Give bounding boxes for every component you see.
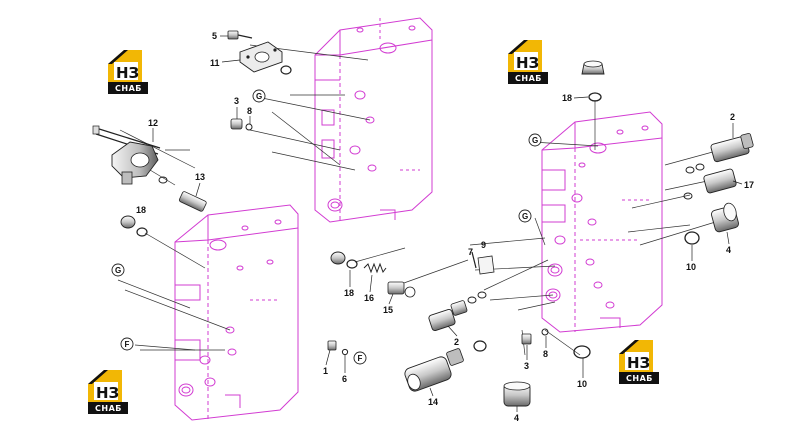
part-plate-9 bbox=[477, 255, 495, 275]
callout-2-mid: 2 bbox=[454, 337, 459, 347]
svg-text:F: F bbox=[125, 340, 130, 349]
part-screw-5 bbox=[227, 30, 253, 40]
callout-10-right: 10 bbox=[686, 262, 696, 272]
callout-9: 9 bbox=[481, 240, 486, 250]
part-washer-8-top bbox=[245, 123, 253, 131]
part-o-ring-11 bbox=[280, 65, 292, 75]
part-plug-1 bbox=[327, 340, 337, 351]
part-plug-18-left bbox=[120, 215, 148, 237]
svg-text:F: F bbox=[358, 354, 363, 363]
callout-labels: 5 11 3 8 12 13 18 18 16 15 1 6 7 9 2 14 … bbox=[136, 31, 754, 423]
svg-text:СНАБ: СНАБ bbox=[95, 404, 122, 413]
callout-11: 11 bbox=[210, 58, 220, 68]
callout-18-top: 18 bbox=[562, 93, 572, 103]
part-valve-2-mid bbox=[428, 291, 487, 331]
brand-logo-3: НЗ СНАБ bbox=[88, 370, 128, 414]
part-spool-15 bbox=[387, 281, 416, 298]
callout-6: 6 bbox=[342, 374, 347, 384]
part-valve-2-right bbox=[685, 132, 754, 174]
part-plug-18-mid bbox=[330, 251, 358, 269]
callout-3-top: 3 bbox=[234, 96, 239, 106]
callout-18-left: 18 bbox=[136, 205, 146, 215]
callout-4-bottom: 4 bbox=[514, 413, 519, 423]
callout-1: 1 bbox=[323, 366, 328, 376]
valve-housing-left bbox=[174, 204, 299, 421]
callout-4-right: 4 bbox=[726, 245, 731, 255]
callout-14: 14 bbox=[428, 397, 438, 407]
callout-17: 17 bbox=[744, 180, 754, 190]
callout-10-bottom: 10 bbox=[577, 379, 587, 389]
circled-references: G G G G F F bbox=[111, 89, 542, 365]
circled-f-left: F bbox=[120, 337, 134, 351]
svg-text:НЗ: НЗ bbox=[96, 384, 119, 402]
callout-13: 13 bbox=[195, 172, 205, 182]
part-o-ring-10-right bbox=[684, 231, 700, 245]
part-cartridge-13 bbox=[178, 191, 207, 212]
circled-g-left: G bbox=[111, 263, 125, 277]
callout-16: 16 bbox=[364, 293, 374, 303]
part-solenoid-12 bbox=[92, 125, 168, 185]
part-plug-3-top bbox=[230, 118, 243, 130]
part-o-ring-10-bottom bbox=[573, 345, 591, 359]
part-washer-8-bottom bbox=[541, 328, 549, 336]
svg-text:G: G bbox=[256, 92, 262, 101]
part-pin-7 bbox=[471, 251, 477, 269]
callout-3-bottom: 3 bbox=[524, 361, 529, 371]
circled-f-mid: F bbox=[353, 351, 367, 365]
circled-g-top: G bbox=[252, 89, 266, 103]
svg-text:СНАБ: СНАБ bbox=[115, 84, 142, 93]
callout-18-mid: 18 bbox=[344, 288, 354, 298]
callout-7: 7 bbox=[468, 247, 473, 257]
svg-text:НЗ: НЗ bbox=[116, 64, 139, 82]
valve-housing-top bbox=[314, 17, 433, 223]
callout-2-right: 2 bbox=[730, 112, 735, 122]
svg-text:НЗ: НЗ bbox=[516, 54, 539, 72]
part-flange-11 bbox=[239, 41, 283, 73]
valve-housing-right bbox=[541, 111, 663, 333]
circled-g-right-mid: G bbox=[518, 209, 532, 223]
svg-text:СНАБ: СНАБ bbox=[626, 374, 653, 383]
callout-5: 5 bbox=[212, 31, 217, 41]
svg-text:СНАБ: СНАБ bbox=[515, 74, 542, 83]
part-valve-17 bbox=[683, 168, 737, 200]
assembly-lines bbox=[117, 44, 723, 356]
svg-text:G: G bbox=[115, 266, 121, 275]
callout-8-bottom: 8 bbox=[543, 349, 548, 359]
brand-logo-1: НЗ СНАБ bbox=[108, 50, 148, 94]
part-plug-3-bottom bbox=[521, 333, 532, 345]
svg-text:G: G bbox=[532, 136, 538, 145]
callout-12: 12 bbox=[148, 118, 158, 128]
part-o-ring-mid bbox=[473, 340, 487, 352]
circled-g-right-top: G bbox=[528, 133, 542, 147]
callout-8-top: 8 bbox=[247, 106, 252, 116]
part-spring-16 bbox=[363, 262, 387, 274]
callout-15: 15 bbox=[383, 305, 393, 315]
svg-text:НЗ: НЗ bbox=[627, 354, 650, 372]
part-plug-4-bottom bbox=[503, 381, 531, 407]
svg-text:G: G bbox=[522, 212, 528, 221]
part-plug-18-top bbox=[581, 60, 605, 102]
part-solenoid-14 bbox=[404, 348, 464, 392]
brand-logo-2: НЗ СНАБ bbox=[508, 40, 548, 84]
part-plug-4-right bbox=[711, 202, 739, 233]
part-washer-6 bbox=[341, 348, 349, 356]
brand-logo-4: НЗ СНАБ bbox=[619, 340, 659, 384]
